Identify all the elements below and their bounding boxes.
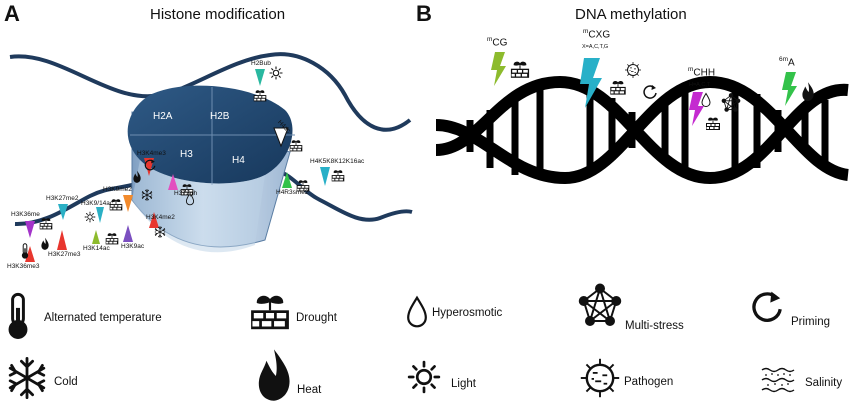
panel-b-letter: B xyxy=(416,1,432,26)
dna-double-helix xyxy=(435,75,850,185)
mark-h3k914: H3K9/14ac xyxy=(81,200,114,207)
legend-heat: Heat xyxy=(297,384,322,396)
histone-h2a-label: H2A xyxy=(153,111,173,122)
thermometer-icon xyxy=(7,292,29,341)
mark-h3k9me2: H3K9me2 xyxy=(103,186,132,193)
mark-h3k9ac: H3K9ac xyxy=(121,243,145,250)
context-cxg: mCXG xyxy=(583,28,611,41)
histone-h3-label: H3 xyxy=(180,149,193,160)
legend-pathogen: Pathogen xyxy=(624,376,674,388)
mark-h3k27me3: H3K27me3 xyxy=(48,251,81,258)
multi-stress-icon xyxy=(577,282,623,327)
context-cg: mCG xyxy=(487,36,508,49)
hyperosmotic-icon xyxy=(407,296,427,328)
panel-a-title: Histone modification xyxy=(150,6,286,23)
legend-hyperosmotic: Hyperosmotic xyxy=(432,307,503,319)
legend-multi-stress: Multi-stress xyxy=(625,320,684,332)
mark-h3k27me2: H3K27me2 xyxy=(46,195,79,202)
legend-drought: Drought xyxy=(296,312,337,324)
context-chh-note: H=A,C,T xyxy=(689,82,711,88)
panel-a-letter: A xyxy=(4,1,20,26)
context-cxg-note: X=A,C,T,G xyxy=(582,44,609,50)
context-6ma: 6mA xyxy=(779,56,795,69)
histone-h4-label: H4 xyxy=(232,155,245,166)
mark-h3t3ph: H3T3ph xyxy=(174,190,198,197)
histone-diagram xyxy=(9,52,413,253)
mark-h4k5: H4K5K8K12K16ac xyxy=(310,158,365,165)
chh-bolt-icon xyxy=(689,92,704,126)
mark-h3k36me3: H3K36me3 xyxy=(7,263,40,270)
histone-mark-triangles xyxy=(25,69,330,262)
legend-light: Light xyxy=(451,378,476,390)
context-chh: mCHH xyxy=(688,66,716,79)
heat-icon xyxy=(258,349,290,401)
drought-icon xyxy=(250,295,290,331)
mark-h2bub: H2Bub xyxy=(251,60,271,67)
priming-icon xyxy=(752,289,782,322)
mark-h3k36me: H3K36me xyxy=(11,211,40,218)
legend-cold: Cold xyxy=(54,376,78,388)
salinity-icon xyxy=(761,367,795,393)
mark-h3k4me3: H3K4me3 xyxy=(137,150,166,157)
cxg-bolt-icon xyxy=(580,58,602,108)
dna-strand-a xyxy=(9,52,412,132)
light-icon xyxy=(407,360,441,394)
mark-h3k4me2: H3K4me2 xyxy=(146,214,175,221)
6ma-bolt-icon xyxy=(782,72,797,106)
mark-h3k14ac: H3K14ac xyxy=(83,245,110,252)
pathogen-icon xyxy=(579,357,621,399)
cold-icon xyxy=(8,356,46,400)
cg-bolt-icon xyxy=(491,52,506,86)
mark-h4r3: H4R3sme2 xyxy=(276,189,309,196)
panel-b-title: DNA methylation xyxy=(575,6,687,23)
dna-strand-a-lower xyxy=(14,168,413,227)
histone-h2b-label: H2B xyxy=(210,111,230,122)
legend-salinity: Salinity xyxy=(805,377,843,389)
legend-priming: Priming xyxy=(791,316,830,328)
legend-alternated-temperature: Alternated temperature xyxy=(44,312,162,324)
